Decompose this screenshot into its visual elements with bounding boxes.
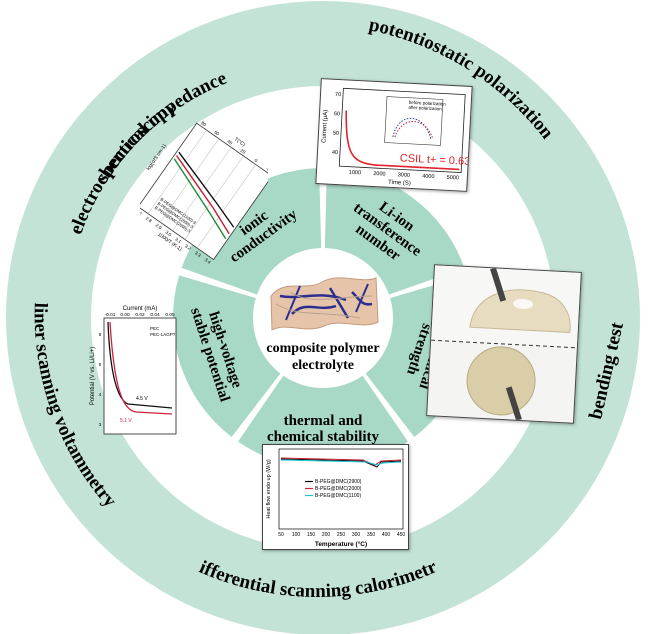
- polarization-y-label: Current (µA): [321, 110, 329, 143]
- lsv-side-ticks-label: 6: [99, 332, 102, 338]
- eis-top-ticks-label: 60: [213, 129, 220, 136]
- dsc-legend-label: B-PEG@DMC(2000): [315, 486, 362, 492]
- eis-top-ticks-label: 0: [254, 158, 259, 164]
- dsc-x-ticks-label: 450: [397, 532, 406, 538]
- lsv-top-ticks-label: 0.05: [165, 312, 175, 318]
- eis-top-ticks-label: 80: [200, 120, 207, 127]
- polarization-legend-1: before polarization: [409, 100, 447, 107]
- eis-top-axis-label: T(°C): [233, 136, 247, 148]
- dsc-x-ticks-label: 100: [292, 532, 301, 538]
- eis-top-ticks-label: 40: [226, 139, 233, 146]
- pol-x-ticks-label: 4000: [422, 174, 435, 181]
- sector-li-ion: [324, 168, 465, 295]
- dsc-legend-label: B-PEG@DMC(1100): [315, 493, 361, 499]
- polarization-x-label: Time (S): [388, 180, 411, 187]
- dsc-x-ticks-label: 150: [307, 532, 316, 538]
- eis-bottom-ticks-label: 3.0: [164, 230, 172, 238]
- eis-bottom-ticks-label: 2.8: [145, 216, 153, 224]
- pol-x-ticks-label: 5000: [447, 175, 460, 182]
- pol-x-ticks-label: 1000: [349, 170, 362, 177]
- eis-y-axis-label: log(σ/S cm-1): [146, 143, 168, 172]
- eis-top-ticks-label: -20: [265, 166, 268, 174]
- pol-y-ticks-label: 60: [334, 111, 340, 117]
- lsv-side-ticks-label: 3: [99, 422, 102, 428]
- dsc-x-label: Temperature (°C): [315, 540, 367, 548]
- sector-high-voltage: [173, 275, 281, 438]
- eis-bottom-ticks-label: 2.9: [155, 223, 163, 231]
- eis-top-ticks-label: 20: [239, 148, 246, 155]
- sector-ionic: [181, 168, 322, 295]
- dsc-x-ticks-label: 50: [278, 532, 284, 538]
- lsv-top-axis-label: Current (mA): [123, 306, 158, 312]
- polarization-result: CSIL t+ = 0.63: [399, 152, 470, 168]
- lsv-inset: Current (mA) Potential (V vs. Li/Li+) PE…: [84, 296, 186, 448]
- pol-x-ticks-label: 3000: [398, 172, 411, 179]
- lsv-top-ticks-label: 0.02: [135, 312, 145, 318]
- polarization-legend-2: after polarization: [408, 105, 442, 112]
- pol-y-ticks-label: 70: [335, 92, 341, 98]
- lsv-top-ticks-label: 0.04: [150, 312, 160, 318]
- dsc-x-ticks-label: 350: [367, 532, 376, 538]
- dsc-x-ticks-label: 400: [382, 532, 391, 538]
- lsv-side-ticks-label: 5: [99, 362, 102, 368]
- eis-bottom-ticks-label: 3.3: [194, 250, 202, 258]
- dsc-inset: B-PEG@DMC(2900)B-PEG@DMC(2000)B-PEG@DMC(…: [262, 444, 409, 550]
- lsv-side-axis-label: Potential (V vs. Li/Li+): [90, 347, 96, 406]
- dsc-x-ticks-label: 250: [337, 532, 346, 538]
- eis-bottom-ticks-label: 2.7: [140, 209, 143, 217]
- polarization-inset: before polarization after polarization C…: [315, 78, 473, 192]
- lsv-top-ticks-label: -0.01: [105, 312, 116, 318]
- lsv-top-ticks-label: 0.00: [120, 312, 130, 318]
- lsv-annotation-2: 5.1 V: [120, 418, 132, 424]
- membrane-illustration: [270, 277, 379, 331]
- pol-y-ticks-label: 40: [332, 150, 338, 156]
- bending-photo: [426, 264, 582, 424]
- lsv-side-ticks-label: 4: [99, 392, 102, 398]
- dsc-legend-label: B-PEG@DMC(2900): [315, 479, 362, 485]
- dsc-y-label: Heat flow endo up (W/g): [266, 459, 272, 518]
- eis-bottom-ticks-label: 3.4: [204, 257, 212, 265]
- dsc-x-ticks-label: 300: [352, 532, 361, 538]
- lsv-annotation-1: 4.5 V: [136, 396, 148, 402]
- pol-y-ticks-label: 50: [333, 130, 339, 136]
- eis-bottom-ticks-label: 3.2: [184, 243, 192, 251]
- center-label-line2: electrolyte: [292, 358, 354, 373]
- lsv-legend-1: PEC: [150, 326, 160, 331]
- center-label-line1: composite polymer: [266, 341, 379, 356]
- eis-bottom-ticks-label: 3.1: [174, 236, 182, 244]
- dsc-x-ticks-label: 200: [322, 532, 331, 538]
- lsv-legend-2: PEC-LAGP?: [150, 332, 176, 337]
- pol-x-ticks-label: 2000: [373, 171, 386, 178]
